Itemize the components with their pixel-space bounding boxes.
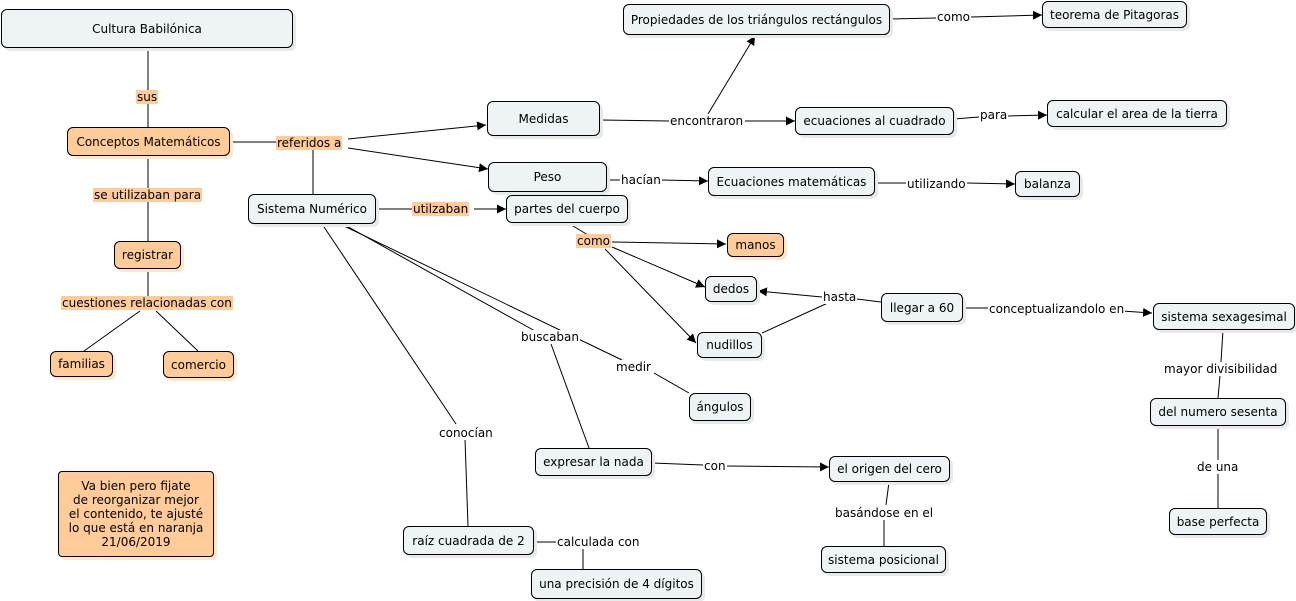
node-ecuaciones-cuadrado[interactable]: ecuaciones al cuadrado: [795, 107, 954, 135]
label-referidos-a: referidos a: [276, 136, 343, 150]
node-cultura-babilonica[interactable]: Cultura Babilónica: [1, 9, 293, 48]
node-partes-cuerpo[interactable]: partes del cuerpo: [506, 195, 628, 223]
node-sistema-sexagesimal[interactable]: sistema sexagesimal: [1153, 303, 1295, 330]
label-se-utilizaban-para: se utilizaban para: [93, 188, 203, 202]
link-conocian-raiz: [464, 438, 469, 527]
node-numero-sesenta[interactable]: del numero sesenta: [1150, 398, 1286, 426]
node-sistema-numerico[interactable]: Sistema Numérico: [248, 194, 376, 224]
link-medidas-encontraron: [599, 119, 670, 122]
link-como-pitagoras: [970, 10, 1043, 20]
link-buscaban-expresar: [550, 343, 590, 449]
label-mayor-divisibilidad: mayor divisibilidad: [1163, 362, 1279, 376]
link-cuestiones-comercio: [155, 310, 199, 352]
link-utilizando-balanza: [966, 179, 1016, 189]
label-conceptualizandolo: conceptualizandolo en: [988, 302, 1126, 316]
node-familias[interactable]: familias: [50, 351, 113, 377]
link-cuestiones-familias: [83, 310, 141, 352]
link-encontraron-propiedades: [707, 35, 756, 115]
node-nudillos[interactable]: nudillos: [697, 332, 762, 358]
link-como-nudillos: [604, 248, 697, 344]
link-hacian-ecuaciones: [661, 176, 709, 186]
node-expresar-la-nada[interactable]: expresar la nada: [535, 448, 652, 476]
node-calcular-area-tierra[interactable]: calcular el area de la tierra: [1047, 100, 1227, 127]
link-hasta-dedos: [757, 287, 823, 298]
label-sus: sus: [136, 90, 159, 104]
label-para: para: [979, 108, 1009, 122]
node-teacher-note[interactable]: Va bien pero fijate de reorganizar mejor…: [58, 471, 214, 557]
link-mayor-sesenta: [1217, 375, 1221, 399]
label-utilizando: utilizando: [906, 177, 967, 191]
node-origen-del-cero[interactable]: el origen del cero: [829, 456, 950, 482]
link-como-dedos: [611, 246, 706, 288]
label-basandose-en-el: basándose en el: [834, 506, 935, 520]
link-medir-angulos: [653, 372, 690, 394]
node-propiedades-triangulos[interactable]: Propiedades de los triángulos rectángulo…: [623, 4, 890, 35]
link-partes-como: [567, 222, 589, 236]
node-manos[interactable]: manos: [727, 233, 784, 257]
node-ecuaciones-matematicas[interactable]: Ecuaciones matemáticas: [708, 167, 875, 196]
link-propiedades-como: [889, 17, 937, 20]
link-con-origen: [726, 462, 830, 472]
label-hacian: hacían: [620, 173, 662, 187]
node-angulos[interactable]: ángulos: [689, 393, 751, 421]
link-sistema-buscaban: [342, 223, 536, 332]
link-para-area: [1007, 110, 1048, 120]
node-precision-4-digitos[interactable]: una precisión de 4 dígitos: [531, 569, 702, 599]
node-registrar[interactable]: registrar: [114, 241, 181, 269]
label-buscaban: buscaban: [520, 330, 581, 344]
link-como-manos: [611, 239, 727, 249]
node-sistema-posicional[interactable]: sistema posicional: [821, 546, 946, 573]
link-expresar-con: [651, 462, 704, 466]
label-encontraron: encontraron: [669, 114, 745, 128]
label-hasta: hasta: [822, 290, 858, 304]
link-hasta-nudillos: [761, 301, 831, 334]
node-dedos[interactable]: dedos: [705, 276, 757, 302]
link-sistema-conocian: [321, 223, 457, 425]
link-sexagesimal-mayor: [1220, 329, 1224, 363]
node-balanza[interactable]: balanza: [1015, 171, 1080, 197]
node-comercio[interactable]: comercio: [163, 351, 234, 378]
link-ecuaciones-para: [953, 116, 980, 120]
label-de-una: de una: [1196, 460, 1240, 474]
label-conocian: conocían: [438, 426, 494, 440]
label-como-cuerpo: como: [576, 234, 611, 248]
label-con: con: [703, 459, 727, 473]
link-referidos-peso: [347, 147, 489, 173]
node-conceptos-matematicos[interactable]: Conceptos Matemáticos: [67, 127, 230, 156]
node-teorema-pitagoras[interactable]: teorema de Pitagoras: [1042, 1, 1187, 28]
label-como-pitagoras: como: [936, 10, 971, 24]
node-llegar-a-60[interactable]: llegar a 60: [881, 293, 963, 322]
node-peso[interactable]: Peso: [488, 162, 607, 192]
link-referidos-medidas: [347, 121, 487, 140]
link-concept-sexagesimal: [1121, 307, 1153, 317]
label-utilzaban: utilzaban: [412, 202, 470, 216]
label-medir: medir: [615, 360, 652, 374]
node-medidas[interactable]: Medidas: [487, 101, 600, 136]
link-origen-basandose: [885, 481, 890, 506]
node-raiz-cuadrada[interactable]: raíz cuadrada de 2: [403, 526, 534, 555]
node-base-perfecta[interactable]: base perfecta: [1169, 508, 1267, 535]
label-calculada-con: calculada con: [556, 535, 641, 549]
label-cuestiones-relacionadas: cuestiones relacionadas con: [61, 296, 233, 310]
link-llegar-hasta: [856, 298, 882, 303]
